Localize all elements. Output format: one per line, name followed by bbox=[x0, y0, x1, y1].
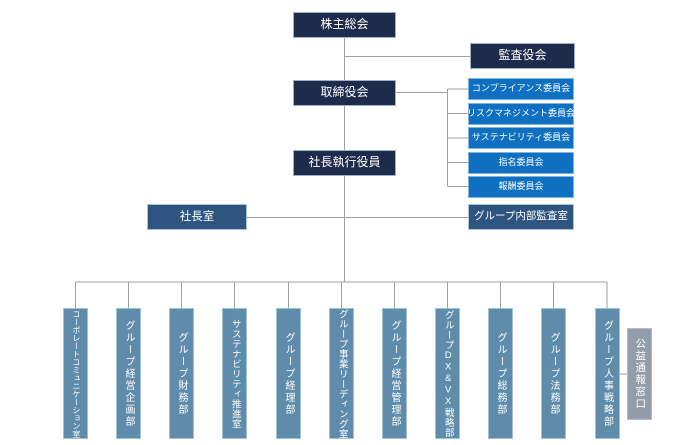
org-box-dept-corporate-communication-office: コーポレートコミュニケーション室 bbox=[63, 308, 88, 439]
org-box-shareholders-meeting: 株主総会 bbox=[293, 12, 396, 38]
org-box-dept-legal: グループ法務部 bbox=[541, 308, 566, 439]
president-executive-officer-label: 社長執行役員 bbox=[308, 155, 381, 170]
shareholders-meeting-label: 株主総会 bbox=[320, 17, 369, 32]
org-box-board-of-directors: 取締役会 bbox=[293, 80, 396, 106]
group-internal-audit-office-label: グループ内部監査室 bbox=[474, 210, 568, 223]
committee-compliance-label: コンプライアンス委員会 bbox=[471, 83, 571, 94]
org-box-dept-dx-vx-strategy: グループDX&VX戦略部 bbox=[435, 308, 460, 439]
dept-hr-strategy-label: グループ人事戦略部 bbox=[601, 319, 613, 428]
dept-dx-vx-strategy-label: グループDX&VX戦略部 bbox=[442, 309, 454, 438]
committee-remuneration-label: 報酬委員会 bbox=[498, 180, 544, 191]
board-of-directors-label: 取締役会 bbox=[320, 85, 369, 100]
presidents-office-label: 社長室 bbox=[179, 210, 215, 223]
dept-management-control-label: グループ経営管理部 bbox=[389, 319, 400, 428]
org-box-group-internal-audit-office: グループ内部監査室 bbox=[468, 204, 574, 230]
dept-business-leading-office-label: グループ事業リーディング室 bbox=[336, 308, 348, 439]
committee-sustainability-label: サステナビリティ委員会 bbox=[471, 132, 571, 143]
org-box-dept-business-leading-office: グループ事業リーディング室 bbox=[329, 308, 354, 439]
committee-risk-management-label: リスクマネジメント委員会 bbox=[467, 107, 576, 118]
org-box-committee-nomination: 指名委員会 bbox=[468, 151, 574, 174]
dept-sustainability-promotion-office-label: サステナビリティ推進室 bbox=[229, 318, 241, 429]
org-box-dept-management-planning: グループ経営企画部 bbox=[116, 308, 141, 439]
org-box-dept-hr-strategy: グループ人事戦略部 bbox=[594, 308, 620, 439]
org-box-dept-management-control: グループ経営管理部 bbox=[382, 308, 407, 439]
org-box-whistleblowing-contact: 公益通報窓口 bbox=[627, 328, 652, 420]
org-box-dept-general-affairs: グループ総務部 bbox=[488, 308, 513, 439]
org-box-president-executive-officer: 社長執行役員 bbox=[293, 150, 396, 176]
committee-nomination-label: 指名委員会 bbox=[498, 156, 544, 167]
org-box-committee-compliance: コンプライアンス委員会 bbox=[468, 78, 574, 100]
audit-board-label: 監査役会 bbox=[498, 48, 547, 63]
whistleblowing-contact-label: 公益通報窓口 bbox=[634, 338, 647, 410]
dept-corporate-communication-office-label: コーポレートコミュニケーション室 bbox=[71, 309, 81, 438]
org-box-audit-board: 監査役会 bbox=[470, 43, 575, 69]
dept-finance-label: グループ財務部 bbox=[176, 331, 187, 416]
org-box-dept-accounting: グループ経理部 bbox=[276, 308, 301, 439]
org-box-presidents-office: 社長室 bbox=[147, 204, 247, 230]
org-box-committee-remuneration: 報酬委員会 bbox=[468, 175, 574, 198]
dept-management-planning-label: グループ経営企画部 bbox=[123, 319, 134, 428]
dept-legal-label: グループ法務部 bbox=[548, 331, 559, 416]
dept-accounting-label: グループ経理部 bbox=[283, 331, 294, 416]
org-box-dept-sustainability-promotion-office: サステナビリティ推進室 bbox=[222, 308, 247, 439]
dept-general-affairs-label: グループ総務部 bbox=[495, 331, 506, 416]
org-box-committee-sustainability: サステナビリティ委員会 bbox=[468, 127, 574, 149]
org-box-dept-finance: グループ財務部 bbox=[169, 308, 194, 439]
org-box-committee-risk-management: リスクマネジメント委員会 bbox=[467, 102, 576, 125]
